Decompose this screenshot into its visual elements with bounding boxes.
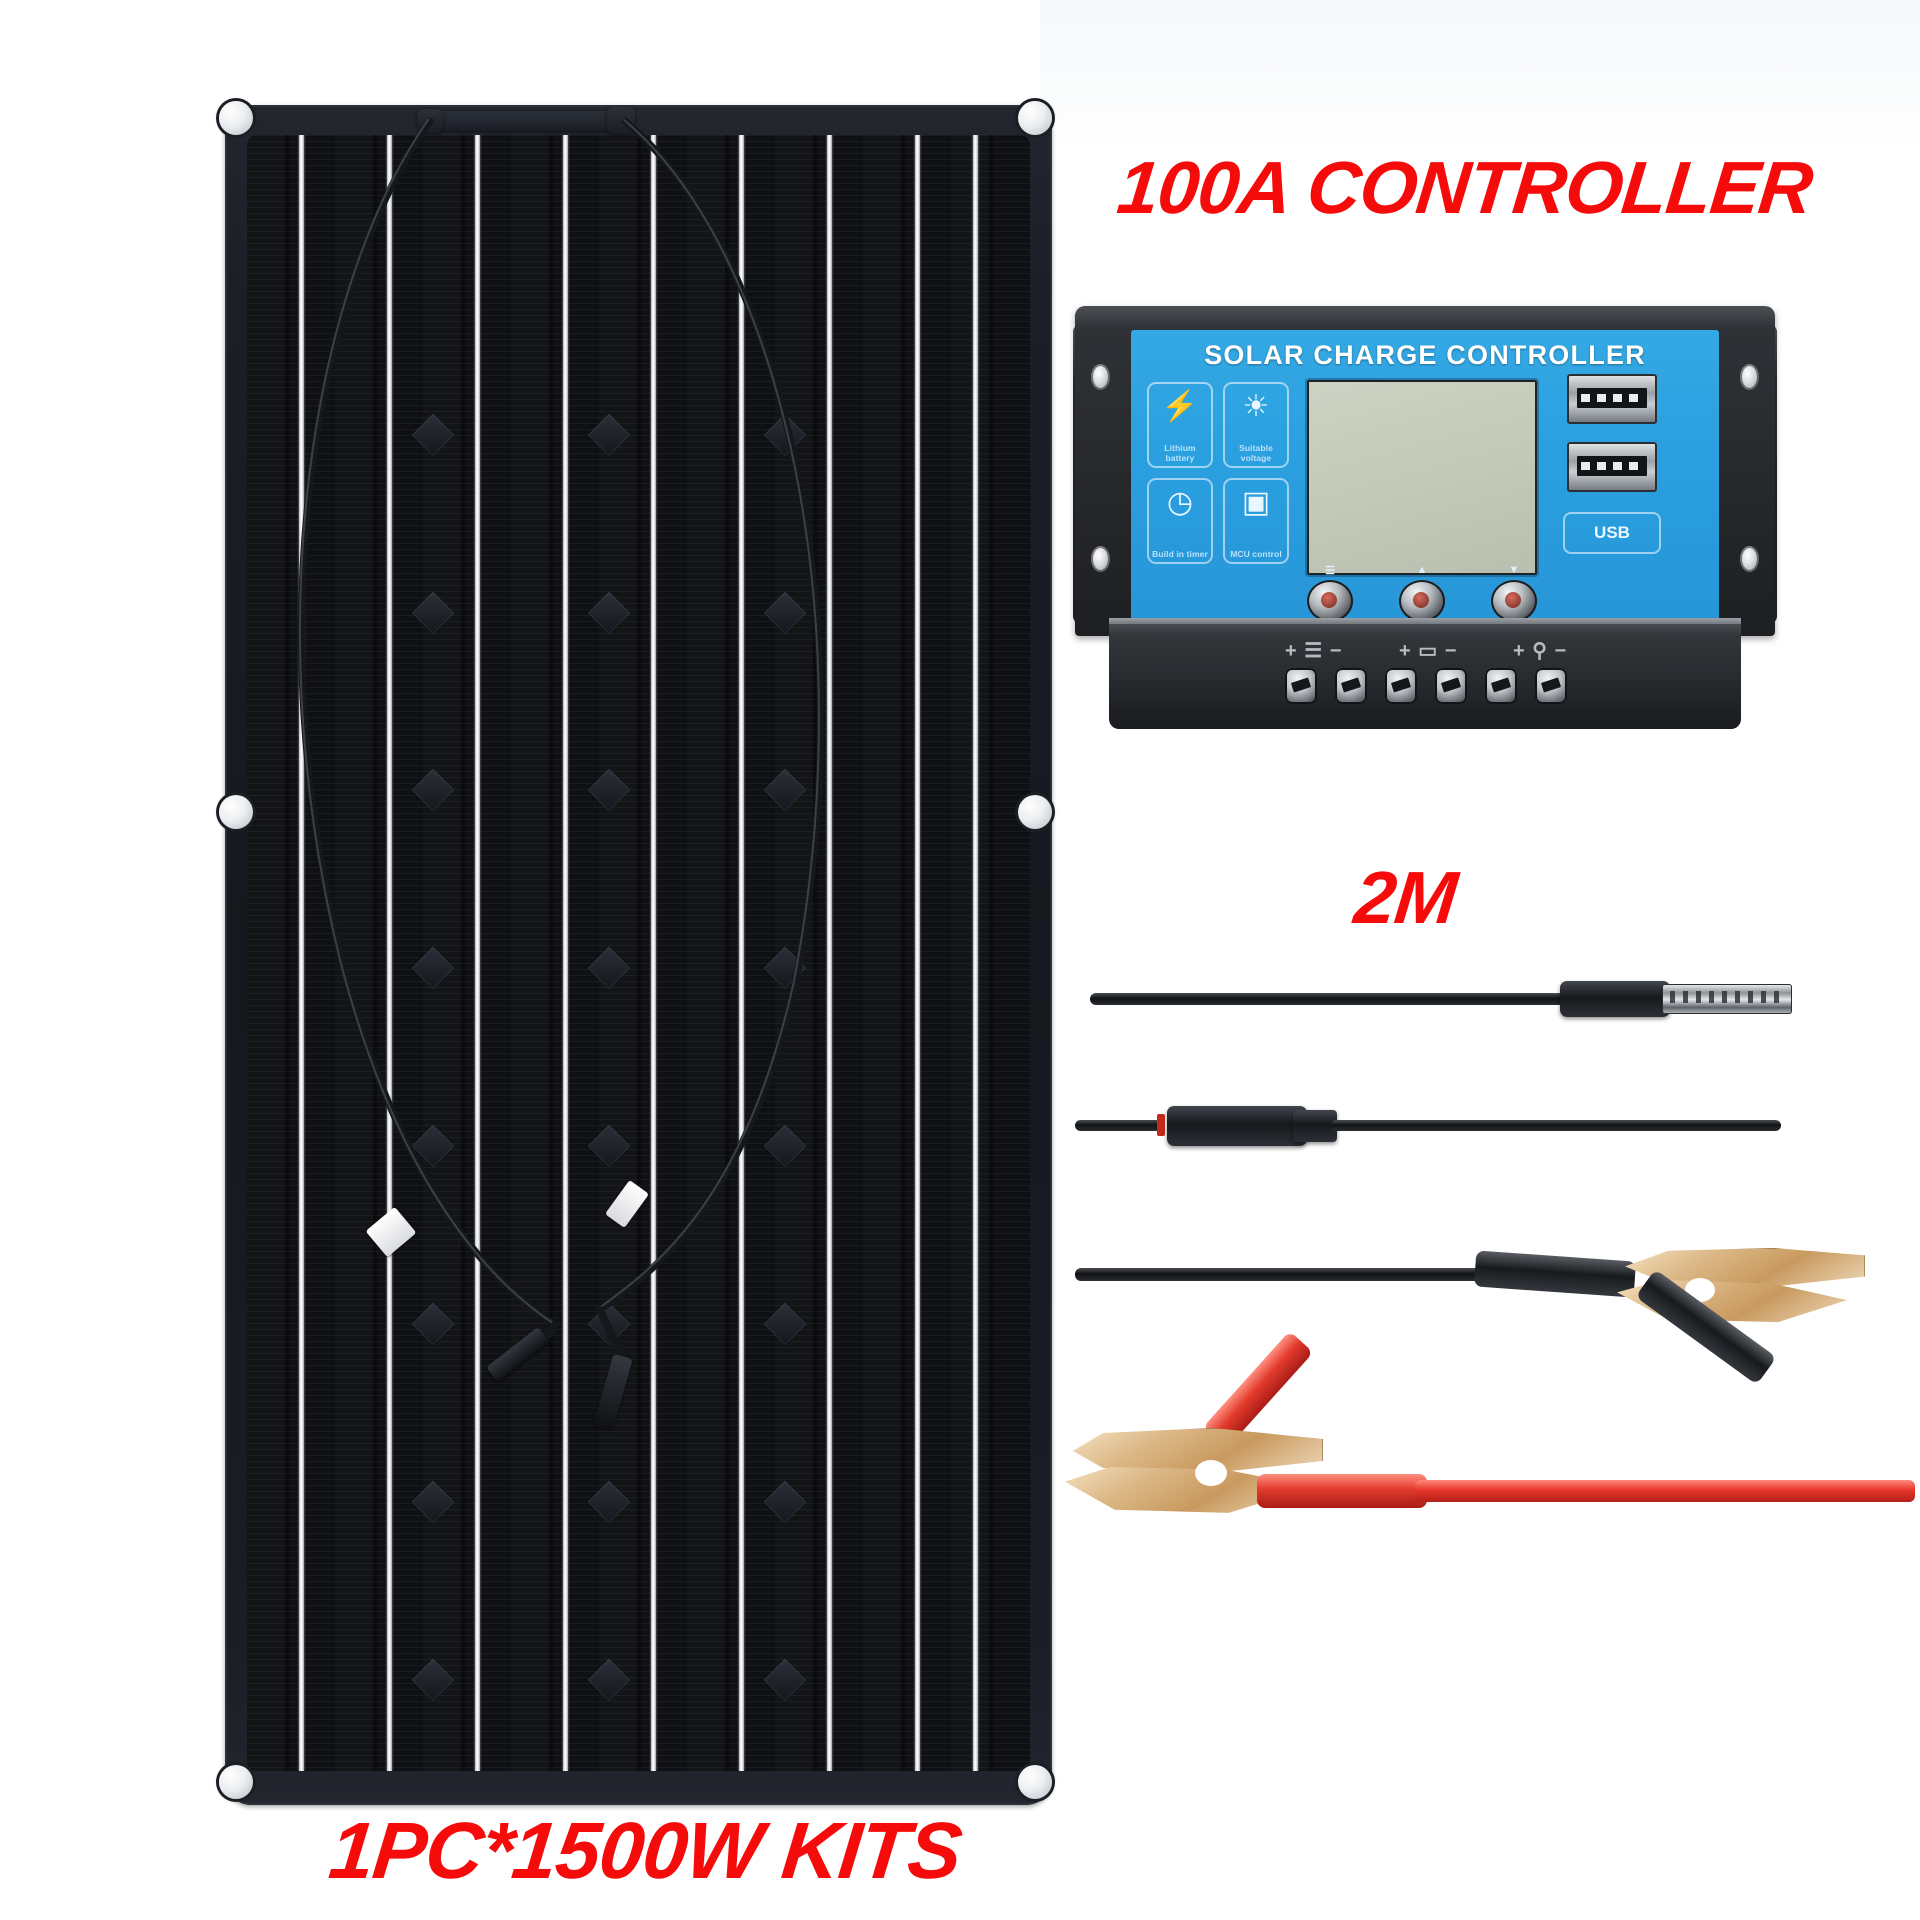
battery-terminal-label: + ▭ − (1399, 640, 1458, 662)
busbar (563, 135, 568, 1771)
down-button[interactable] (1491, 580, 1537, 622)
sun-gear-icon: ☀ (1242, 390, 1270, 423)
feature-lithium-battery: ⚡ Lithium battery (1147, 382, 1213, 468)
busbar (387, 135, 392, 1771)
panel-cell-area (247, 135, 1030, 1771)
mounting-grommet (1018, 795, 1052, 829)
up-button-label: ▲ (1416, 564, 1428, 576)
background-wash (1040, 0, 1920, 150)
usb-tongue-icon (1577, 456, 1647, 476)
usb-port-block (1567, 374, 1657, 496)
feature-build-in-timer: ◷ Build in timer (1147, 478, 1213, 564)
mounting-grommet (219, 1765, 253, 1799)
extension-cable-male-mc4 (1090, 975, 1792, 1035)
busbar (827, 135, 832, 1771)
solar-panel-terminal-label: + ☰ − (1285, 640, 1343, 662)
screw-hole-icon (1091, 364, 1110, 390)
cable-length-headline: 2M (1350, 856, 1461, 939)
cell-columns (247, 135, 1030, 1771)
cable-wire (1075, 1268, 1495, 1281)
clip-pivot-hole (1195, 1460, 1227, 1486)
lcd-display (1307, 380, 1537, 575)
feature-mcu-control: ▣ MCU control (1223, 478, 1289, 564)
battery-clip-cable-black (1075, 1248, 1915, 1440)
cable-wire (1090, 993, 1570, 1005)
load-terminal-label: + ⚲ − (1513, 640, 1568, 662)
controller-terminal-base: + ☰ − + ▭ − + ⚲ − (1109, 624, 1741, 729)
mounting-grommet (219, 795, 253, 829)
usb-port-bottom[interactable] (1567, 442, 1657, 492)
busbar (973, 135, 978, 1771)
solar-panel (219, 101, 1052, 1805)
usb-port-top[interactable] (1567, 374, 1657, 424)
cable-wire (1331, 1120, 1781, 1131)
controller-button-row: ☰ ▲ ▼ (1307, 564, 1537, 622)
mounting-grommet (219, 101, 253, 135)
up-button[interactable] (1399, 580, 1445, 622)
battery-clip-cable-red (1065, 1330, 1920, 1600)
feature-label: Lithium battery (1164, 443, 1196, 463)
junction-box-connector (607, 107, 635, 134)
lithium-battery-icon: ⚡ (1161, 390, 1199, 423)
busbar (739, 135, 744, 1771)
mounting-grommet (1018, 101, 1052, 135)
junction-box (435, 111, 615, 131)
screw-hole-icon (1091, 546, 1110, 572)
terminal-screw[interactable] (1485, 668, 1517, 704)
clock-icon: ◷ (1166, 486, 1194, 519)
terminal-screw[interactable] (1285, 668, 1317, 704)
kit-headline: 1PC*1500W KITS (325, 1806, 966, 1895)
feature-label: MCU control (1230, 548, 1282, 559)
busbar (915, 135, 920, 1771)
screw-hole-icon (1740, 546, 1759, 572)
mc4-connector-body (1560, 981, 1670, 1017)
extension-cable-female-mc4 (1075, 1100, 1785, 1160)
feature-label: Suitable voltage (1239, 443, 1273, 463)
mounting-grommet (1018, 1765, 1052, 1799)
screw-hole-icon (1740, 364, 1759, 390)
down-button-label: ▼ (1508, 564, 1520, 576)
usb-label: USB (1563, 512, 1661, 554)
clip-boot-upper (1473, 1250, 1637, 1298)
feature-label: Build in timer (1152, 548, 1208, 559)
clip-boot-lower (1257, 1474, 1427, 1508)
chip-icon: ▣ (1241, 486, 1271, 519)
cable-wire (1075, 1120, 1165, 1131)
controller-front-panel: SOLAR CHARGE CONTROLLER ⚡ Lithium batter… (1131, 330, 1719, 623)
busbar (299, 135, 304, 1771)
mc4-connector-collar (1293, 1110, 1337, 1142)
controller-feature-badges: ⚡ Lithium battery ☀ Suitable voltage ◷ B… (1147, 382, 1289, 562)
controller-headline: 100A CONTROLLER (1113, 146, 1816, 229)
menu-button-label: ☰ (1325, 565, 1335, 577)
usb-tongue-icon (1577, 388, 1647, 408)
terminal-screw[interactable] (1535, 668, 1567, 704)
terminal-screw[interactable] (1435, 668, 1467, 704)
mc4-seal-ring (1157, 1114, 1165, 1136)
junction-box-connector (417, 109, 443, 133)
terminal-screw[interactable] (1385, 668, 1417, 704)
busbar (475, 135, 480, 1771)
menu-button[interactable] (1307, 580, 1353, 622)
controller-base-strip (1109, 618, 1741, 628)
terminal-screw[interactable] (1335, 668, 1367, 704)
busbar (651, 135, 656, 1771)
feature-suitable-voltage: ☀ Suitable voltage (1223, 382, 1289, 468)
mc4-metal-barrel (1662, 984, 1792, 1014)
solar-charge-controller: SOLAR CHARGE CONTROLLER ⚡ Lithium batter… (1073, 306, 1777, 729)
controller-brand-text: SOLAR CHARGE CONTROLLER (1204, 340, 1646, 370)
cable-wire (1415, 1480, 1915, 1502)
mc4-connector-body (1167, 1106, 1307, 1146)
